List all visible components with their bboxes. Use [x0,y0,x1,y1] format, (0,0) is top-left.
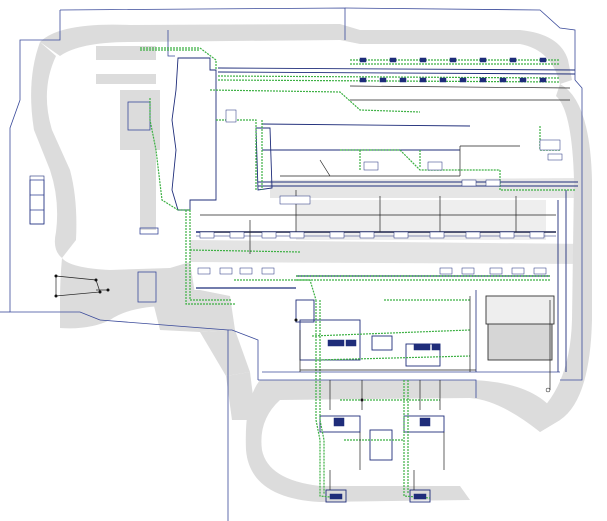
connection-points [54,274,551,402]
top-row-devices [359,57,547,83]
road-network [31,24,592,502]
green-utility-routes [140,47,576,499]
transformer-blocks [327,339,441,500]
service-lines [55,85,571,490]
parking-bays [29,175,45,225]
gate-blocks [197,109,563,275]
equipment-marks [54,57,563,500]
site-boundary [0,7,583,521]
